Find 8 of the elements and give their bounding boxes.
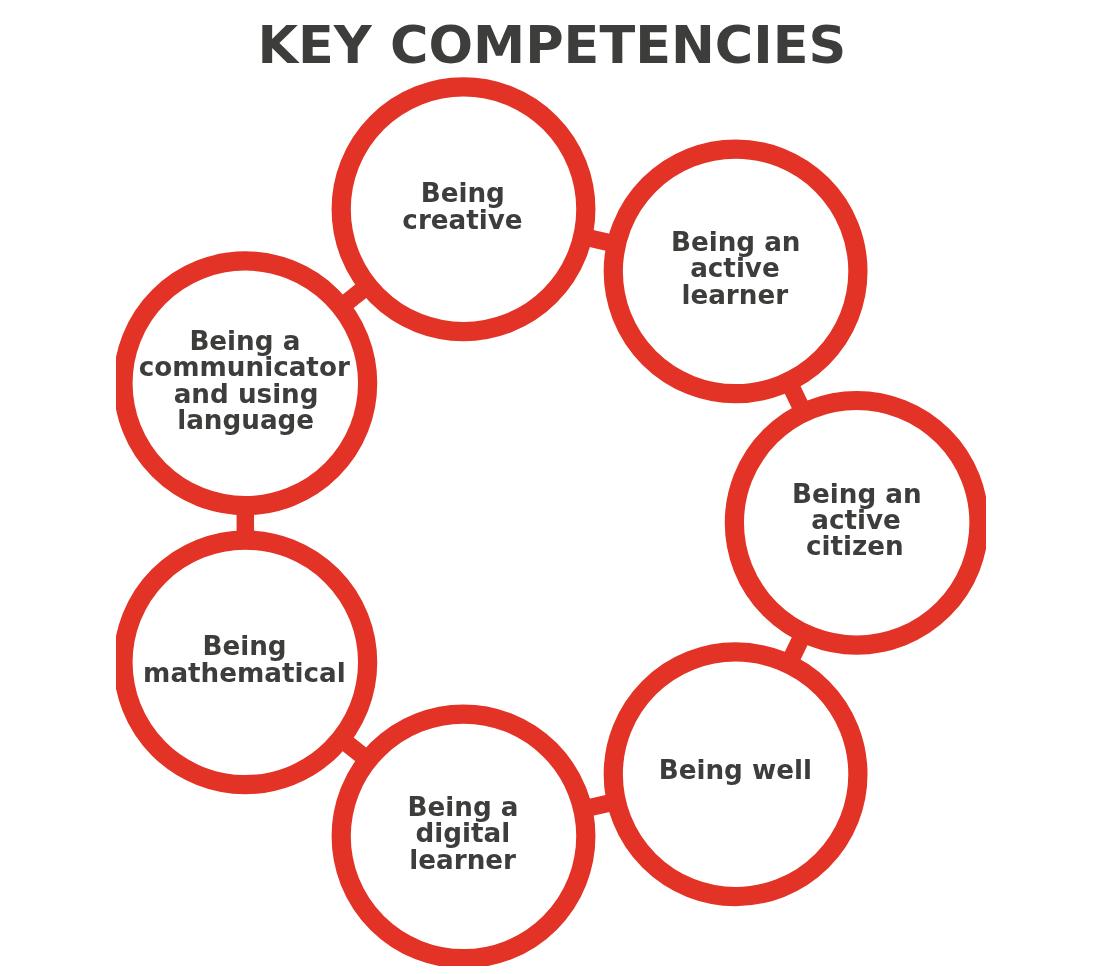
node-circle: Being well: [603, 642, 868, 907]
node-circle: Being mathematical: [116, 530, 378, 795]
node-circle: Being an active learner: [603, 139, 868, 404]
node-circle: Being creative: [331, 77, 596, 342]
node-circle: Being an active citizen: [724, 390, 986, 655]
node-circle: Being a communicator and using language: [116, 251, 378, 516]
diagram-title: KEY COMPETENCIES: [257, 13, 847, 75]
node-circle: Being a digital learner: [331, 704, 596, 966]
